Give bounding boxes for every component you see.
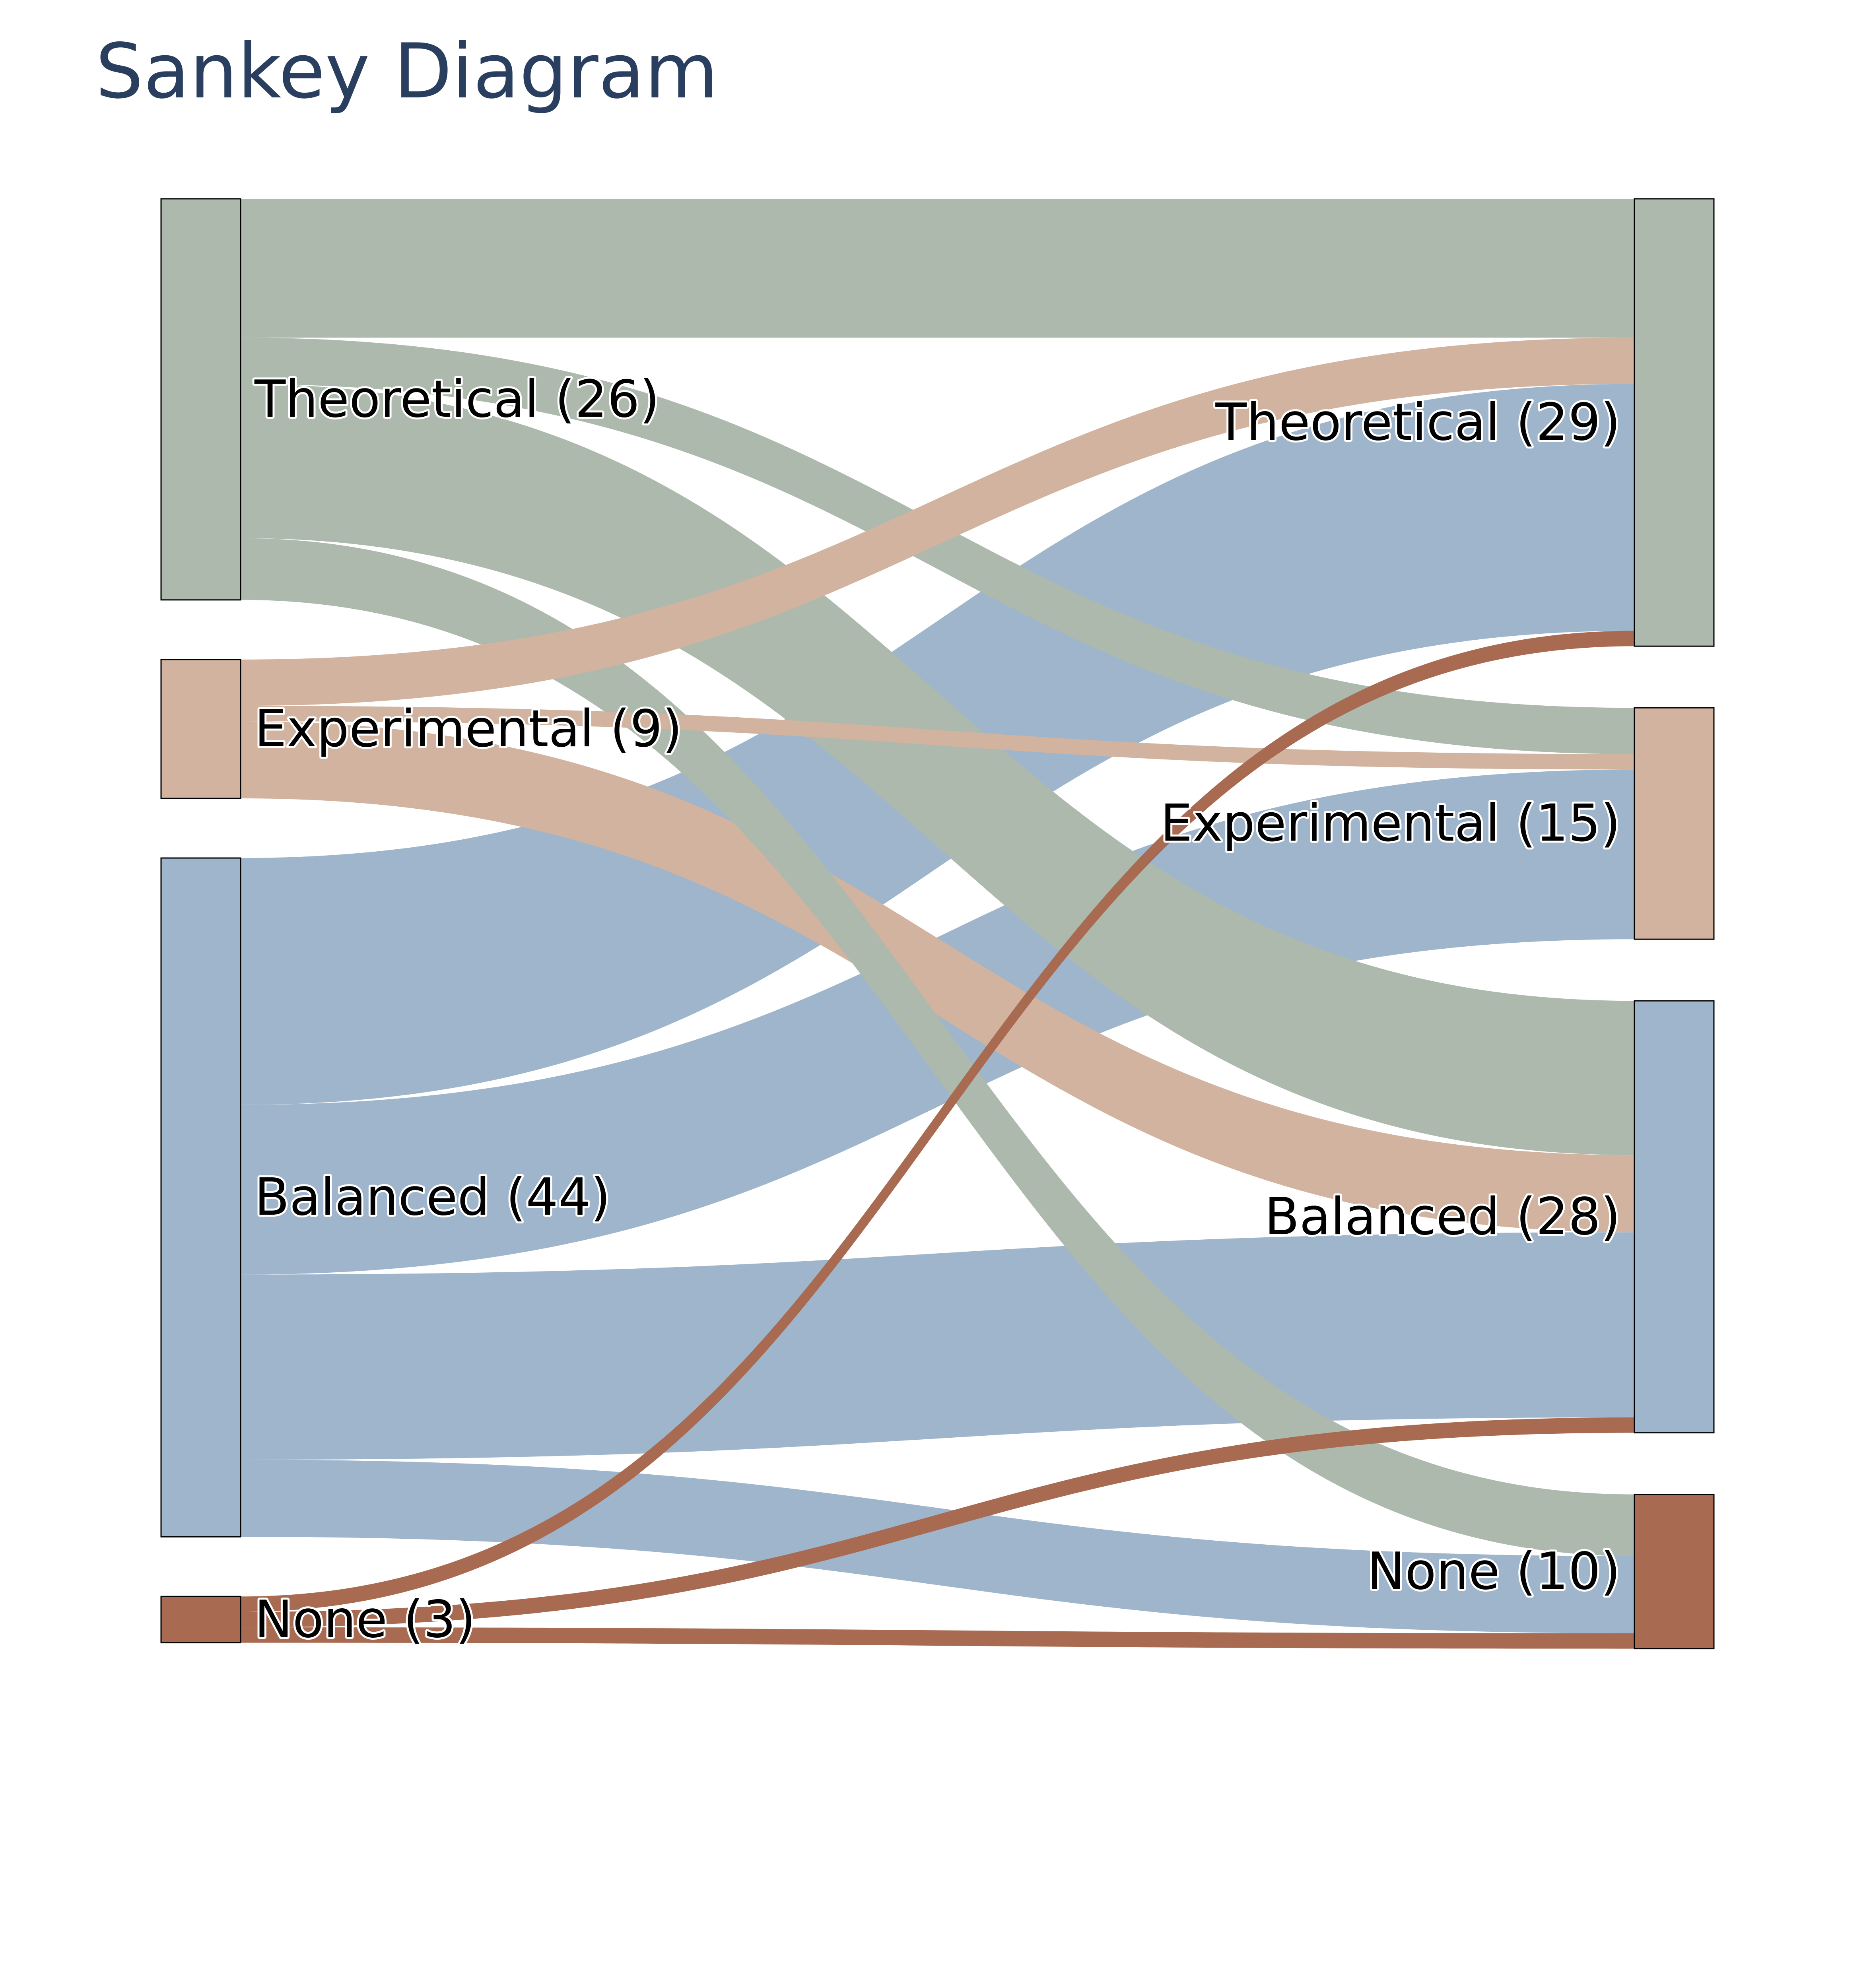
links-layer	[241, 199, 1634, 1649]
link-theoretical-to-none	[241, 538, 1634, 1556]
node-right-theoretical	[1634, 198, 1715, 647]
node-label-right-none: None (10)	[1367, 1542, 1620, 1601]
node-label-right-theoretical: Theoretical (29)	[1215, 393, 1621, 452]
node-left-none	[160, 1596, 241, 1644]
node-label-right-balanced: Balanced (28)	[1265, 1187, 1620, 1246]
link-none-to-balanced	[241, 1417, 1634, 1627]
chart-title: Sankey Diagram	[95, 27, 718, 115]
link-experimental-to-balanced	[241, 721, 1634, 1233]
nodes-layer	[160, 198, 1715, 1650]
node-left-experimental	[160, 659, 241, 799]
link-experimental-to-experimental	[241, 706, 1634, 770]
node-label-left-experimental: Experimental (9)	[255, 699, 682, 759]
link-theoretical-to-balanced	[241, 384, 1634, 1155]
labels-layer: Theoretical (26) Experimental (9) Balanced…	[252, 368, 1622, 1651]
node-label-right-experimental: Experimental (15)	[1160, 794, 1620, 853]
node-right-experimental	[1634, 707, 1715, 940]
node-right-balanced	[1634, 1000, 1715, 1434]
node-label-left-theoretical: Theoretical (26)	[254, 370, 660, 429]
node-left-balanced	[160, 857, 241, 1538]
node-right-none	[1634, 1494, 1715, 1650]
node-label-left-none: None (3)	[255, 1590, 476, 1649]
node-left-theoretical	[160, 198, 241, 601]
link-none-to-none	[241, 1627, 1634, 1649]
link-experimental-to-theoretical	[241, 338, 1634, 706]
node-label-left-balanced: Balanced (44)	[255, 1168, 610, 1227]
link-theoretical-to-experimental	[241, 338, 1634, 754]
link-none-to-theoretical	[241, 631, 1634, 1612]
link-theoretical-to-theoretical	[241, 199, 1634, 338]
